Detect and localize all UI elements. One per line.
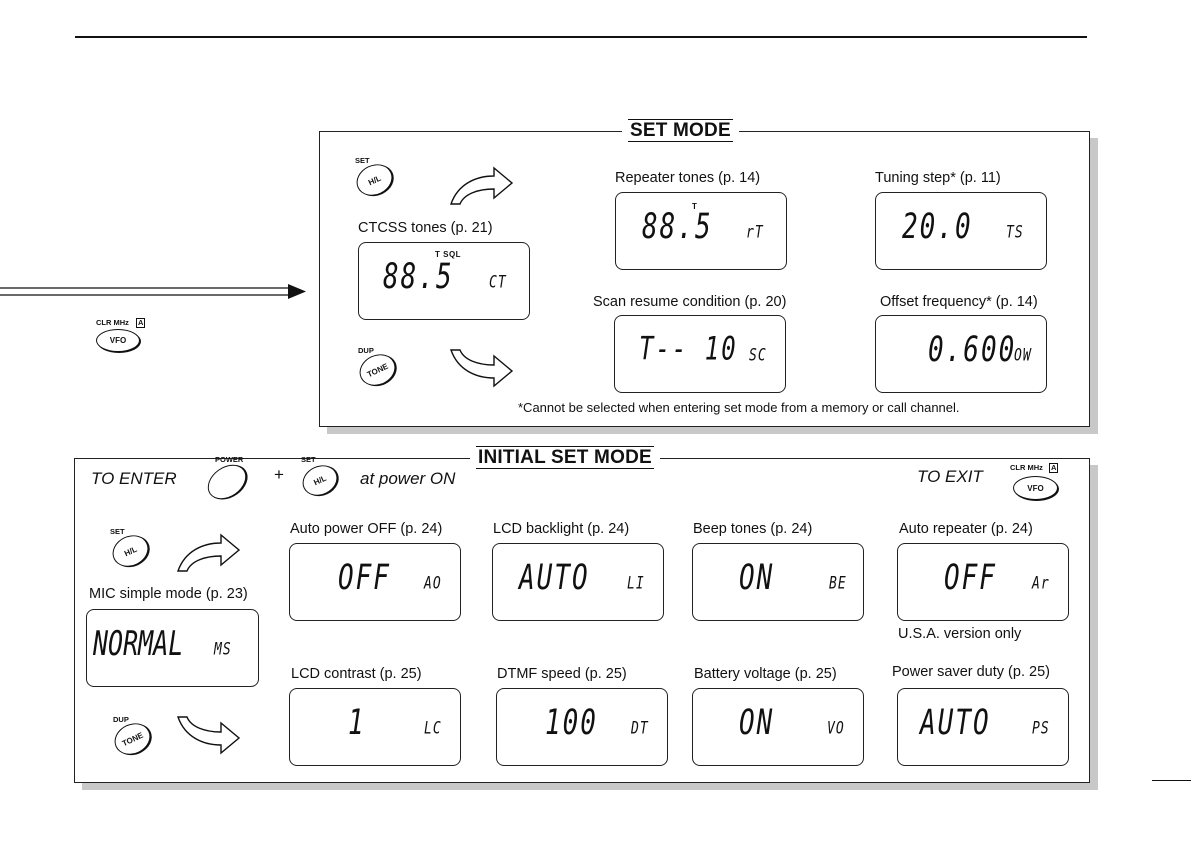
saver-label: Power saver duty (p. 25)	[892, 664, 1050, 680]
entry-arrow-icon	[0, 284, 306, 299]
beep-label: Beep tones (p. 24)	[693, 521, 813, 537]
battery-code: VO	[827, 719, 845, 739]
top-rule	[75, 36, 1087, 38]
scan-code: SC	[749, 346, 767, 366]
repeater-value: 88.5	[642, 207, 713, 248]
set-mode-panel: SET MODE SET H/L CTCSS tones (p. 21) T S…	[319, 119, 1090, 427]
set-key-tag: SET	[301, 455, 316, 464]
offset-value: 0.600	[928, 330, 1017, 371]
scan-lcd: T-- 10 SC	[614, 315, 786, 393]
hl-key-button-2[interactable]: H/L	[107, 529, 154, 573]
initial-set-mode-panel: INITIAL SET MODE TO ENTER POWER + SET H/…	[74, 446, 1090, 783]
power-key-button[interactable]	[201, 457, 253, 507]
backlight-code: LI	[627, 574, 645, 594]
dtmf-lcd: 100 DT	[496, 688, 668, 766]
ctcss-code: CT	[489, 273, 507, 293]
saver-lcd: AUTO PS	[897, 688, 1069, 766]
contrast-lcd: 1 LC	[289, 688, 461, 766]
saver-code: PS	[1032, 719, 1050, 739]
backlight-value: AUTO	[519, 558, 590, 599]
battery-value: ON	[739, 703, 775, 744]
set-key-tag-2: SET	[110, 527, 125, 536]
tuning-code: TS	[1006, 223, 1024, 243]
autorep-code: Ar	[1032, 574, 1050, 594]
set-key-tag: SET	[355, 156, 370, 165]
beep-value: ON	[739, 558, 775, 599]
autorep-lcd: OFF Ar	[897, 543, 1069, 621]
tuning-label: Tuning step* (p. 11)	[875, 170, 1001, 186]
at-power-on-label: at power ON	[360, 469, 456, 488]
curved-arrow-down-icon	[177, 716, 241, 755]
beep-code: BE	[829, 574, 847, 594]
tuning-lcd: 20.0 TS	[875, 192, 1047, 270]
ctcss-value: 88.5	[383, 257, 454, 298]
curved-arrow-up-icon	[177, 533, 241, 572]
power-key-tag: POWER	[215, 455, 244, 464]
dup-key-tag: DUP	[358, 346, 374, 355]
autorep-value: OFF	[944, 558, 997, 599]
apo-code: AO	[424, 574, 442, 594]
clr-mhz-tag: CLR MHz	[96, 318, 129, 327]
mic-value: NORMAL	[93, 624, 184, 664]
offset-label: Offset frequency* (p. 14)	[880, 294, 1038, 310]
backlight-label: LCD backlight (p. 24)	[493, 521, 630, 537]
dtmf-code: DT	[631, 719, 649, 739]
page-edge-rule	[1152, 780, 1191, 781]
offset-code: OW	[1014, 346, 1032, 366]
apo-value: OFF	[338, 558, 391, 599]
mic-lcd: NORMAL MS	[86, 609, 259, 687]
clr-mhz-tag: CLR MHz	[1010, 463, 1043, 472]
beep-lcd: ON BE	[692, 543, 864, 621]
repeater-label: Repeater tones (p. 14)	[615, 170, 761, 186]
to-enter-label: TO ENTER	[91, 469, 177, 488]
set-mode-footnote: *Cannot be selected when entering set mo…	[518, 400, 960, 415]
tuning-value: 20.0	[902, 207, 973, 248]
scan-label: Scan resume condition (p. 20)	[593, 294, 787, 310]
usa-note: U.S.A. version only	[898, 626, 1022, 642]
ctcss-lcd: T SQL 88.5 CT	[358, 242, 530, 320]
dtmf-value: 100	[545, 703, 598, 744]
mic-label: MIC simple mode (p. 23)	[89, 586, 248, 602]
tone-key-button[interactable]: TONE	[109, 717, 156, 761]
offset-lcd: 0.600 OW	[875, 315, 1047, 393]
vfo-exit-key-button[interactable]: VFO	[1013, 476, 1058, 500]
contrast-value: 1	[348, 703, 366, 744]
tsql-annunciator: T SQL	[435, 250, 462, 259]
battery-label: Battery voltage (p. 25)	[694, 666, 837, 682]
battery-lcd: ON VO	[692, 688, 864, 766]
to-exit-label: TO EXIT	[917, 467, 983, 486]
set-mode-title: SET MODE	[622, 119, 739, 142]
ctcss-label: CTCSS tones (p. 21)	[358, 220, 493, 236]
tone-key-button[interactable]: TONE	[354, 348, 401, 392]
mic-code: MS	[214, 640, 232, 660]
repeater-code: rT	[746, 223, 764, 243]
dtmf-label: DTMF speed (p. 25)	[497, 666, 627, 682]
lock-icon: A	[1049, 463, 1059, 473]
scan-value: T-- 10	[639, 330, 738, 368]
saver-value: AUTO	[920, 703, 991, 744]
plus-sign: +	[274, 465, 284, 484]
repeater-lcd: T 88.5 rT	[615, 192, 787, 270]
autorep-label: Auto repeater (p. 24)	[899, 521, 1033, 537]
vfo-key-button[interactable]: VFO	[96, 329, 140, 352]
lock-icon: A	[136, 318, 146, 328]
apo-label: Auto power OFF (p. 24)	[290, 521, 443, 537]
curved-arrow-down-icon	[450, 349, 514, 388]
backlight-lcd: AUTO LI	[492, 543, 664, 621]
hl-key-button[interactable]: H/L	[297, 459, 343, 502]
dup-key-tag: DUP	[113, 715, 129, 724]
apo-lcd: OFF AO	[289, 543, 461, 621]
t-annunciator: T	[692, 202, 698, 211]
initial-set-mode-title: INITIAL SET MODE	[470, 446, 660, 469]
hl-key-button[interactable]: H/L	[351, 158, 398, 202]
contrast-label: LCD contrast (p. 25)	[291, 666, 422, 682]
contrast-code: LC	[424, 719, 442, 739]
curved-arrow-up-icon	[450, 166, 514, 205]
